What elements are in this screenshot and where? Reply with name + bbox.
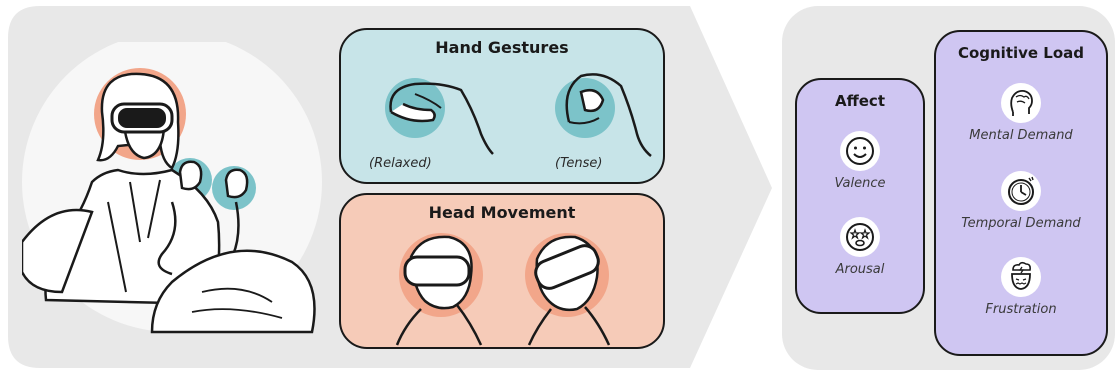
- relaxed-label: (Relaxed): [369, 156, 432, 171]
- stopwatch-icon: [1000, 170, 1042, 212]
- starry-eyes-icon: [839, 216, 881, 258]
- storm-head-icon: [1000, 256, 1042, 298]
- affect-box: Affect Valence Arousal: [795, 78, 925, 314]
- arousal-metric: Arousal: [797, 216, 923, 277]
- vr-user-illustration: [22, 42, 332, 352]
- temporal-demand-label: Temporal Demand: [936, 216, 1106, 231]
- head-movement-box: Head Movement: [339, 193, 665, 349]
- temporal-demand-metric: Temporal Demand: [936, 170, 1106, 231]
- tense-label: (Tense): [555, 156, 603, 171]
- frustration-metric: Frustration: [936, 256, 1106, 317]
- affect-title: Affect: [797, 92, 923, 110]
- mental-demand-label: Mental Demand: [936, 128, 1106, 143]
- valence-label: Valence: [797, 176, 923, 191]
- arousal-label: Arousal: [797, 262, 923, 277]
- cognitive-load-box: Cognitive Load Mental Demand Temporal De…: [934, 30, 1108, 356]
- head-movement-illustration: [341, 195, 663, 347]
- mental-demand-metric: Mental Demand: [936, 82, 1106, 143]
- frustration-label: Frustration: [936, 302, 1106, 317]
- cognitive-load-title: Cognitive Load: [936, 44, 1106, 62]
- valence-metric: Valence: [797, 130, 923, 191]
- brain-head-icon: [1000, 82, 1042, 124]
- smiley-icon: [839, 130, 881, 172]
- hand-gestures-box: Hand Gestures (Relaxed) (Tense): [339, 28, 665, 184]
